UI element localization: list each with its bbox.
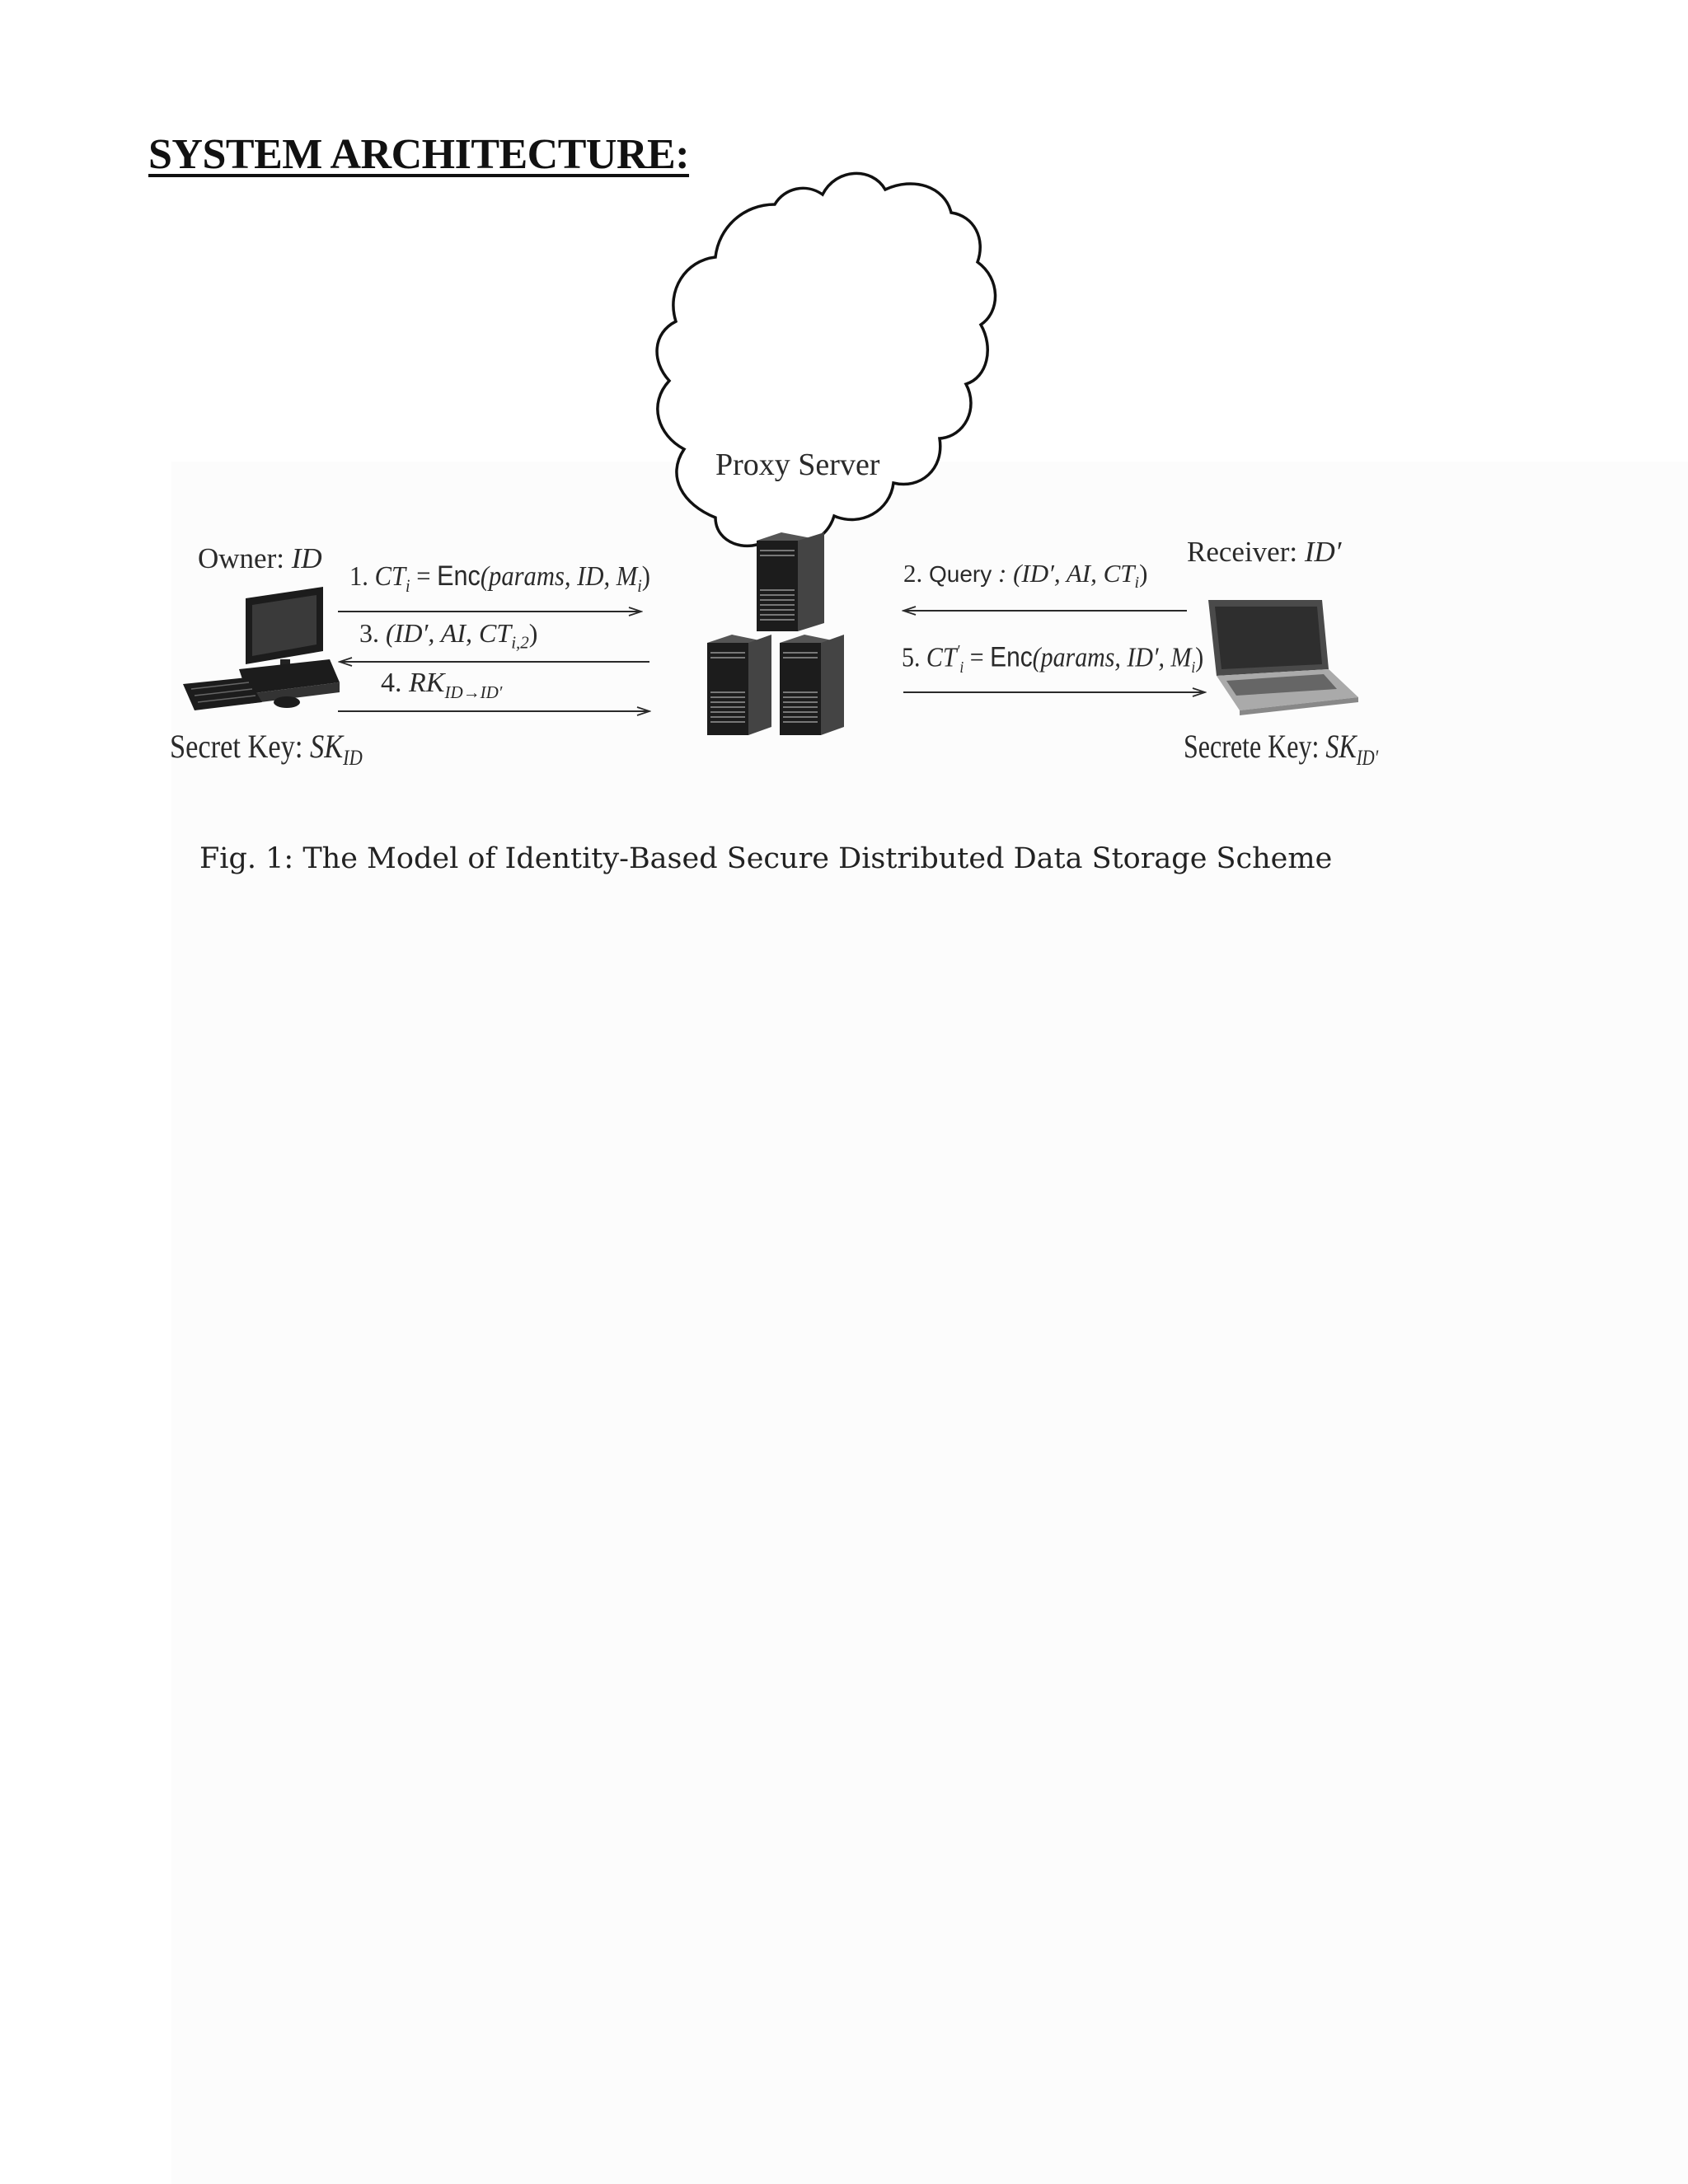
step2-sub: i	[1134, 574, 1140, 593]
step4-rk: RK	[409, 668, 445, 698]
step1-enc: Enc	[437, 560, 481, 592]
receiver-key-prefix: Secrete Key:	[1184, 728, 1320, 765]
owner-key-sub: ID	[343, 746, 363, 770]
receiver-key-sk: SK	[1325, 728, 1357, 765]
receiver-label: Receiver: ID′	[1187, 537, 1341, 566]
architecture-diagram	[183, 171, 1358, 735]
owner-key-prefix: Secret Key:	[170, 728, 303, 765]
step1-label: 1. CTi = Enc(params, ID, Mi)	[349, 562, 650, 595]
step5-ct: CT	[926, 642, 957, 673]
step2-close: )	[1139, 559, 1148, 588]
step5-label: 5. CT′i = Enc(params, ID′, Mi)	[902, 643, 1203, 676]
server-towers-icon	[707, 532, 844, 735]
step2-label: 2. Query : (ID′, AI, CTi)	[903, 560, 1147, 591]
architecture-figure: Proxy Server Owner: ID Secret Key: SKID …	[0, 0, 1688, 923]
step2-rest: : (ID′, AI, CT	[992, 559, 1135, 588]
step5-num: 5.	[902, 642, 921, 673]
step5-eq: =	[964, 642, 991, 673]
receiver-secret-key-label: Secrete Key: SKID′	[1184, 730, 1378, 769]
figure-caption: Fig. 1: The Model of Identity-Based Secu…	[199, 842, 1333, 875]
step3-num: 3.	[359, 618, 379, 648]
step3-label: 3. (ID′, AI, CTi,2)	[359, 620, 537, 651]
step5-sub: i	[959, 658, 964, 677]
step1-args: (params, ID, M	[480, 561, 638, 592]
step1-num: 1.	[349, 561, 368, 592]
step3-close: )	[528, 618, 538, 648]
receiver-id: ID′	[1304, 536, 1342, 568]
step4-sub: ID→ID′	[444, 682, 503, 702]
cloud-icon	[655, 171, 997, 547]
step3-sub: i,2	[511, 632, 529, 653]
owner-id: ID	[291, 542, 322, 574]
proxy-server-label: Proxy Server	[715, 448, 880, 482]
step1-close: )	[641, 561, 650, 592]
step1-ct-sub: i	[406, 574, 410, 596]
owner-label: Owner: ID	[198, 544, 322, 573]
receiver-prefix: Receiver:	[1187, 536, 1298, 568]
owner-prefix: Owner:	[198, 542, 284, 574]
step2-num: 2.	[903, 559, 923, 588]
step1-ct: CT	[374, 561, 406, 592]
page-heading: SYSTEM ARCHITECTURE:	[148, 131, 690, 178]
step5-close: )	[1195, 642, 1204, 673]
receiver-key-sub: ID′	[1356, 746, 1379, 770]
page-background	[171, 462, 1688, 2184]
step5-enc: Enc	[990, 641, 1033, 673]
owner-key-sk: SK	[310, 728, 344, 765]
step2-query: Query	[929, 561, 992, 587]
step1-args-sub: i	[637, 574, 642, 596]
step4-label: 4. RKID→ID′	[381, 669, 502, 701]
owner-secret-key-label: Secret Key: SKID	[170, 730, 363, 769]
laptop-icon	[1208, 600, 1358, 715]
desktop-computer-icon	[183, 587, 340, 710]
step5-args: (params, ID′, M	[1032, 642, 1192, 673]
step5-sup: ′	[956, 642, 960, 660]
step5-args-sub: i	[1191, 658, 1196, 677]
step4-num: 4.	[381, 668, 402, 698]
step3-text: (ID′, AI, CT	[386, 618, 512, 648]
step1-eq: =	[410, 561, 438, 592]
